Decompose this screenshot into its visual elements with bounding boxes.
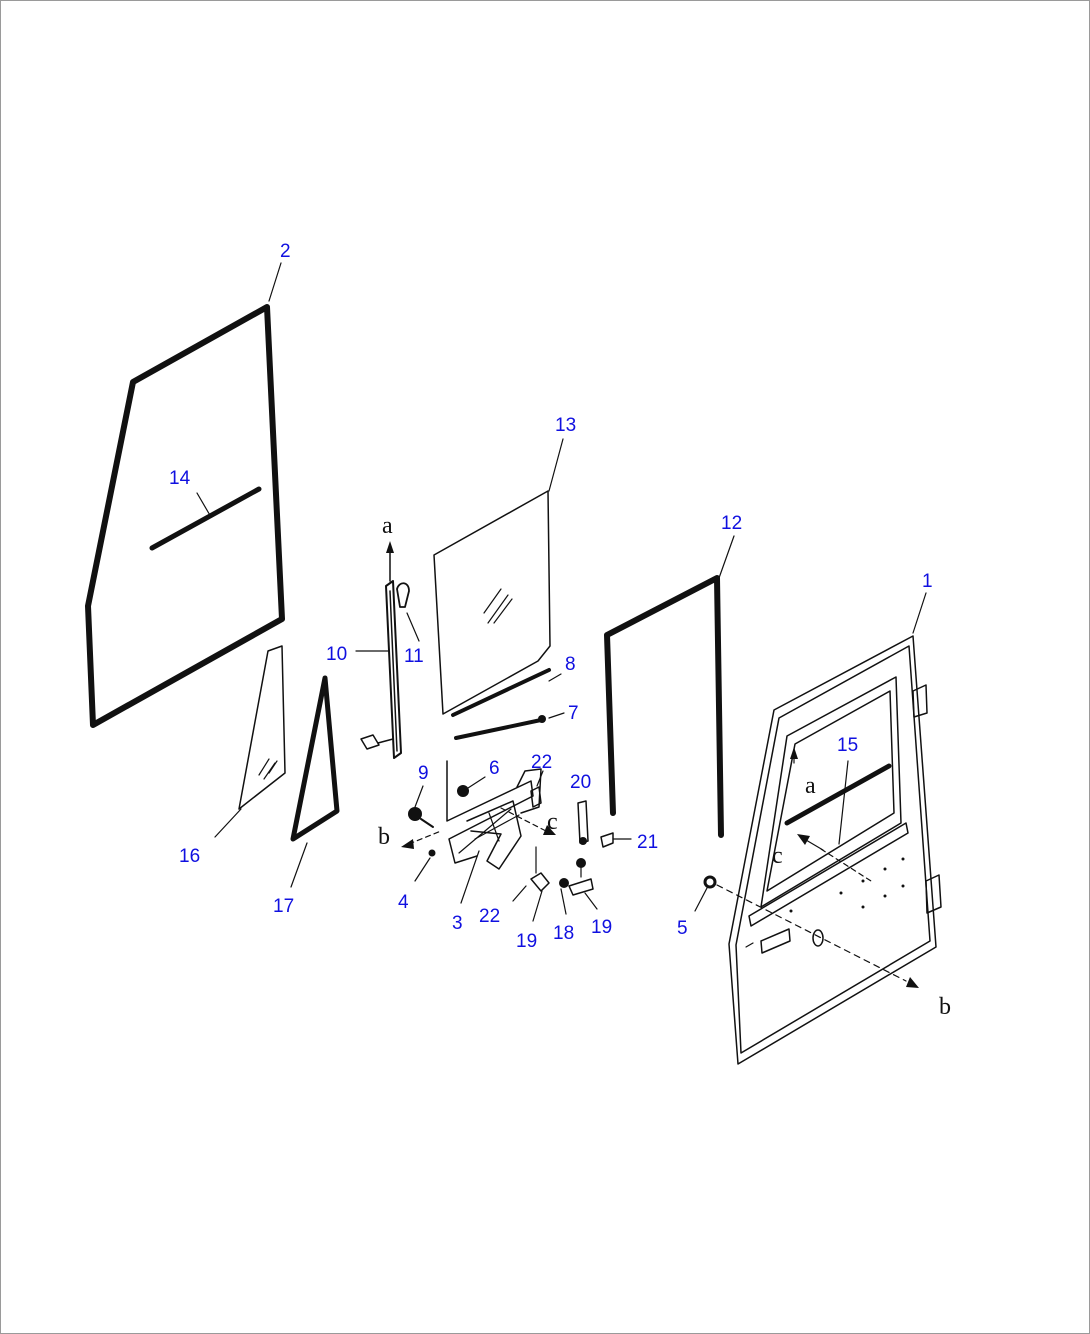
callout-6: 6 — [489, 758, 500, 779]
ref-letter-a-upper: a — [382, 513, 393, 539]
part-22-19-18-hinge-lower — [512, 846, 598, 922]
part-1-door-frame — [728, 635, 942, 1065]
arrow-a-upper — [386, 541, 394, 582]
part-8-strip — [451, 668, 551, 717]
arrow-c-middle — [500, 807, 556, 835]
callout-19-left: 19 — [516, 931, 537, 952]
callout-2: 2 — [280, 241, 291, 262]
callout-5: 5 — [677, 918, 688, 939]
part-15-strip — [784, 763, 892, 826]
callout-3: 3 — [452, 913, 463, 934]
callout-14: 14 — [169, 468, 191, 489]
arrow-b-left — [401, 830, 442, 849]
callout-19-right: 19 — [591, 917, 612, 938]
part-6-bolt — [457, 776, 486, 797]
ref-letter-b-left: b — [378, 824, 390, 850]
callout-17: 17 — [273, 896, 294, 917]
part-7-strip — [454, 715, 546, 740]
part-9-bolt — [408, 785, 434, 828]
ref-letter-a-door: a — [805, 773, 816, 799]
part-20-striker — [577, 800, 589, 845]
ref-letter-c-door: c — [772, 843, 783, 869]
callout-8: 8 — [565, 654, 576, 675]
callout-21: 21 — [637, 832, 658, 853]
callout-20: 20 — [570, 772, 591, 793]
callout-4: 4 — [398, 892, 409, 913]
part-5-grommet — [694, 875, 717, 912]
arrow-b-door — [716, 884, 919, 988]
callout-13: 13 — [555, 415, 576, 436]
callout-12: 12 — [721, 513, 742, 534]
ref-letter-c-middle: c — [547, 809, 558, 835]
part-10-guide — [360, 580, 402, 759]
part-22-bracket-upper — [530, 770, 544, 808]
part-14-strip — [149, 486, 262, 551]
callout-22-upper: 22 — [531, 752, 552, 773]
callout-9: 9 — [418, 763, 429, 784]
ref-letter-b-door: b — [939, 994, 951, 1020]
leader-lines — [196, 262, 927, 904]
arrow-c-door — [797, 834, 872, 882]
part-16-glass — [238, 645, 286, 810]
callout-16: 16 — [179, 846, 200, 867]
callout-15: 15 — [837, 735, 858, 756]
part-4-nut — [414, 849, 436, 882]
part-2-glass-seal — [85, 304, 285, 728]
callout-7: 7 — [568, 703, 579, 724]
callout-18: 18 — [553, 923, 574, 944]
callout-10: 10 — [326, 644, 347, 665]
callout-22-lower: 22 — [479, 906, 500, 927]
callout-11: 11 — [404, 646, 424, 667]
part-11-bolt — [396, 582, 420, 642]
part-13-door-glass — [433, 490, 551, 715]
arrow-a-door — [790, 747, 798, 764]
part-3-regulator — [446, 760, 542, 870]
callout-1: 1 — [922, 571, 933, 592]
part-21-clip — [600, 832, 632, 848]
part-12-door-seal — [604, 575, 724, 838]
part-17-seal — [290, 675, 340, 842]
